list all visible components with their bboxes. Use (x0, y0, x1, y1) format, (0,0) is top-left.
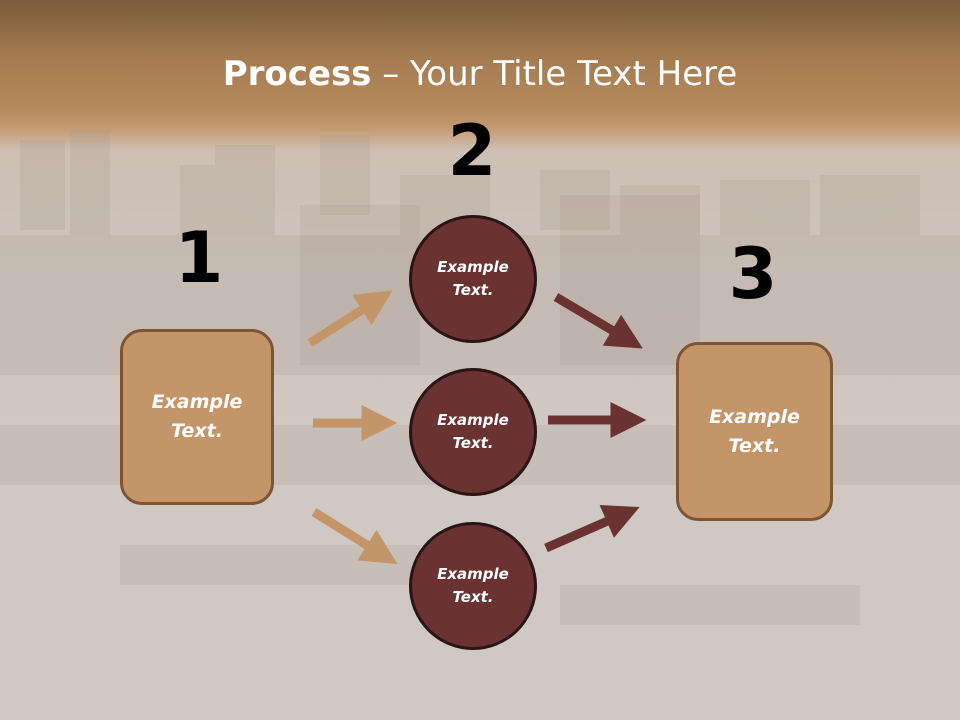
circle-top: Example Text. (409, 215, 537, 343)
arrow-top-to-right (553, 293, 643, 349)
step-number-3: 3 (728, 233, 778, 315)
step-number-2: 2 (447, 110, 497, 192)
left-step-text: Example Text. (151, 391, 243, 442)
circle-top-text: Example Text. (437, 258, 509, 299)
title-bold: Process (222, 54, 372, 94)
right-step-box: Example Text. (676, 342, 833, 521)
circle-bottom-text: Example Text. (437, 565, 509, 606)
circle-middle-text: Example Text. (437, 411, 509, 452)
title-rest: – Your Title Text Here (371, 54, 738, 94)
circle-middle: Example Text. (409, 368, 537, 496)
slide-title: Process – Your Title Text Here (0, 52, 960, 96)
right-step-text: Example Text. (709, 405, 800, 457)
arrow-bottom-to-right (544, 504, 640, 553)
arrow-left-to-bottom (311, 508, 398, 565)
step-number-1: 1 (174, 217, 224, 299)
circle-bottom: Example Text. (409, 522, 537, 650)
arrow-left-to-top (307, 290, 393, 347)
left-step-box: Example Text. (120, 329, 274, 505)
